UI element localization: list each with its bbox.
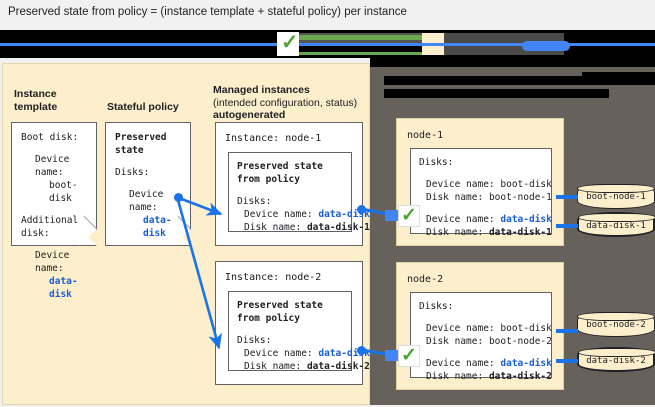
heading-instance-template: Instance template — [14, 88, 58, 113]
status-connector-node-1 — [385, 210, 398, 221]
legend-bar-redacted: ✓ — [0, 30, 655, 58]
origin-dot-node-2 — [357, 346, 366, 355]
connector-boot-node-1 — [556, 195, 578, 199]
preserved-state-box-node-2: Preserved state from policy Disks: Devic… — [228, 291, 370, 372]
managed-instance-node-1: Instance: node-1 Preserved state from po… — [215, 122, 370, 246]
heading-stateful-policy: Stateful policy — [107, 101, 179, 113]
node-1-disks-box: Disks: Device name: boot-disk Disk name:… — [410, 148, 552, 238]
legend-blue-pill — [522, 41, 570, 51]
legend-blue-rule — [0, 43, 655, 46]
disk-cylinder-data-disk-1: data-disk-1 — [577, 212, 655, 237]
status-connector-node-2 — [385, 350, 398, 361]
node-card-node-1: node-1 Disks: Device name: boot-disk Dis… — [396, 118, 564, 246]
connector-data-disk-1 — [556, 224, 578, 228]
disk-cylinder-boot-node-1: boot-node-1 — [577, 184, 655, 209]
cylinder-top-ellipse — [578, 348, 655, 357]
connector-data-disk-2 — [556, 359, 578, 363]
disk-cylinder-boot-node-2: boot-node-2 — [577, 312, 655, 337]
status-check-icon-node-2: ✓ — [398, 345, 420, 367]
node-card-node-2: node-2 Disks: Device name: boot-disk Dis… — [396, 262, 564, 390]
stateful-policy-card: Preserved state Disks: Device name: data… — [105, 122, 191, 246]
legend-green-bar-2 — [297, 52, 527, 55]
origin-dot-node-1 — [357, 205, 366, 214]
actual-state-redaction-2 — [384, 89, 609, 98]
page-title: Preserved state from policy = (instance … — [8, 6, 407, 18]
status-check-icon-node-1: ✓ — [398, 205, 420, 227]
actual-state-top-redaction — [370, 58, 655, 67]
actual-state-redaction-1 — [384, 76, 649, 85]
disk-cylinder-data-disk-2: data-disk-2 — [577, 347, 655, 372]
check-icon: ✓ — [281, 31, 299, 54]
managed-instance-node-2: Instance: node-2 Preserved state from po… — [215, 261, 370, 385]
preserved-state-box-node-1: Preserved state from policy Disks: Devic… — [228, 152, 370, 233]
cylinder-top-ellipse — [578, 213, 655, 222]
heading-managed-instances: Managed instances (intended configuratio… — [213, 84, 358, 121]
instance-template-card: Boot disk: Device name: boot-disk Additi… — [11, 122, 97, 300]
legend-check-backdrop — [277, 32, 299, 56]
origin-dot-stateful-policy — [174, 193, 183, 202]
legend-green-bar-1 — [297, 35, 422, 40]
connector-boot-node-2 — [556, 329, 578, 333]
node-2-disks-box: Disks: Device name: boot-disk Disk name:… — [410, 292, 552, 382]
